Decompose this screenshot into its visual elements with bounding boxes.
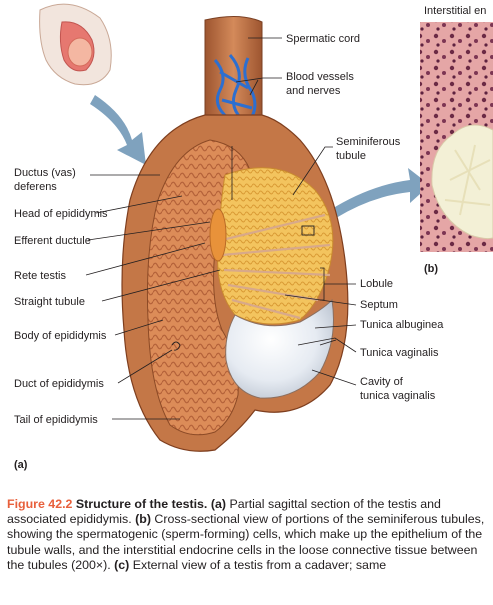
zoom-arrow-left: [90, 95, 146, 165]
labels: Spermatic cord Blood vessels and nerves …: [14, 5, 486, 471]
duct-epididymis-mark: [171, 341, 181, 351]
label-efferent-ductule: Efferent ductule: [14, 235, 91, 247]
label-body-epididymis: Body of epididymis: [14, 330, 107, 342]
histology-section: [420, 22, 493, 252]
label-tunica-vaginalis: Tunica vaginalis: [360, 347, 439, 359]
label-blood-vessels-2: and nerves: [286, 85, 341, 97]
rete-testis-shape: [209, 208, 227, 262]
label-blood-vessels-1: Blood vessels: [286, 71, 354, 83]
label-spermatic-cord: Spermatic cord: [286, 33, 360, 45]
label-duct-epididymis: Duct of epididymis: [14, 378, 104, 390]
label-interstitial: Interstitial en: [424, 5, 486, 17]
label-tunica-albuginea: Tunica albuginea: [360, 319, 444, 331]
figure-caption: Figure 42.2 Structure of the testis. (a)…: [7, 497, 491, 573]
label-tail-epididymis: Tail of epididymis: [14, 414, 98, 426]
caption-figure-title: Structure of the testis.: [75, 497, 208, 511]
caption-part-c-marker: (c): [114, 557, 130, 572]
label-cavity-2: tunica vaginalis: [360, 390, 436, 402]
caption-part-c-text: External view of a testis from a cadaver…: [132, 557, 387, 572]
zoom-box: [301, 225, 315, 236]
cavity-shape: [225, 298, 334, 399]
label-seminiferous-2: tubule: [336, 150, 366, 162]
label-ductus-2: deferens: [14, 181, 57, 193]
label-ductus-1: Ductus (vas): [14, 167, 76, 179]
label-seminiferous-1: Seminiferous: [336, 136, 401, 148]
label-cavity-1: Cavity of: [360, 376, 404, 388]
leader-lines: [85, 37, 357, 420]
label-head-epididymis: Head of epididymis: [14, 208, 108, 220]
label-rete-testis: Rete testis: [14, 270, 66, 282]
caption-part-a-marker: (a): [210, 497, 226, 511]
caption-part-b-text: Cross-sectional view of portions of the …: [7, 512, 485, 572]
label-septum: Septum: [360, 299, 398, 311]
panel-label-b: (b): [424, 263, 438, 275]
panel-label-a: (a): [14, 459, 28, 471]
caption-part-b-marker: (b): [135, 512, 151, 527]
label-lobule: Lobule: [360, 278, 393, 290]
caption-part-a-text: Partial sagittal section of the testis a…: [7, 497, 441, 527]
inset-external-view: [39, 3, 112, 86]
zoom-arrow-right: [330, 168, 430, 218]
caption-figure-number: Figure 42.2: [7, 497, 73, 511]
septa: [221, 213, 331, 320]
label-straight-tubule: Straight tubule: [14, 296, 85, 308]
